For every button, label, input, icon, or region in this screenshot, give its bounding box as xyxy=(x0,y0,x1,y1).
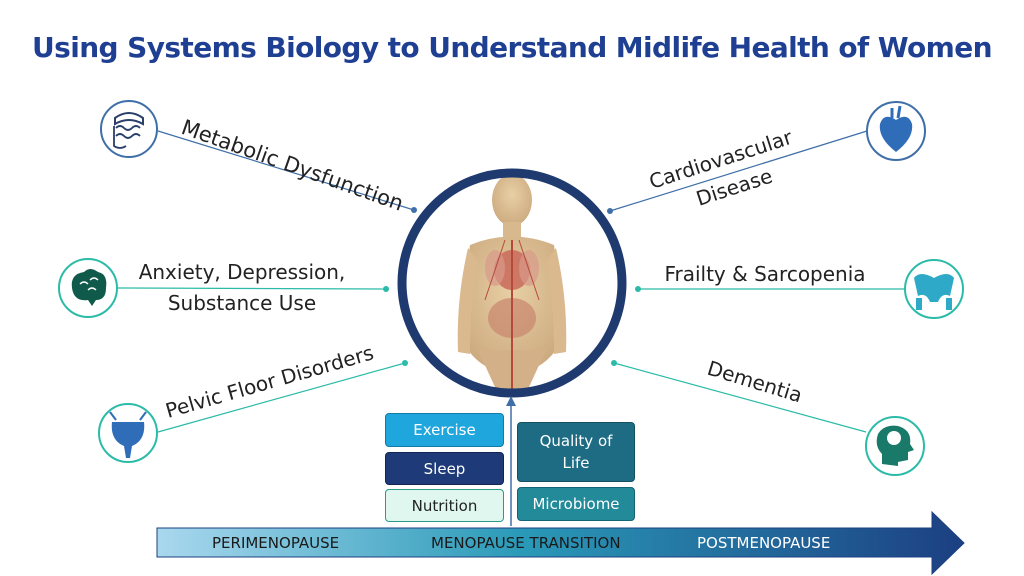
label-anxiety-line2: Substance Use xyxy=(168,291,316,315)
connector-dementia xyxy=(613,362,867,433)
timeline-perimenopause: PERIMENOPAUSE xyxy=(212,534,340,552)
human-anatomy-icon xyxy=(397,168,627,398)
factor-quality-of-life-line1: Quality of xyxy=(539,432,613,450)
factor-exercise: Exercise xyxy=(385,413,504,447)
label-anxiety-line1: Anxiety, Depression, xyxy=(139,260,346,284)
connector-cardio xyxy=(609,130,868,212)
pelvis-icon xyxy=(904,259,964,319)
connector-dot-cardio xyxy=(607,208,613,214)
connector-dot-pelvic xyxy=(402,360,408,366)
connector-metabolic xyxy=(157,130,415,211)
factor-sleep: Sleep xyxy=(385,452,504,485)
label-pelvic: Pelvic Floor Disorders xyxy=(163,340,376,422)
connector-dot-metabolic xyxy=(411,207,417,213)
connector-dot-anxiety xyxy=(383,286,389,292)
timeline-arrow xyxy=(156,510,965,576)
connector-pelvic xyxy=(157,362,406,433)
head-brain-icon xyxy=(865,416,925,476)
influence-arrow-head xyxy=(506,396,516,406)
factor-microbiome: Microbiome xyxy=(517,487,635,521)
label-metabolic: Metabolic Dysfunction xyxy=(178,115,406,216)
connector-dot-dementia xyxy=(611,360,617,366)
factor-quality-of-life: Quality of Life xyxy=(517,422,635,482)
label-dementia: Dementia xyxy=(705,356,806,408)
heart-icon xyxy=(866,101,926,161)
digestive-organs-icon xyxy=(100,100,158,158)
timeline-menopause-transition: MENOPAUSE TRANSITION xyxy=(431,534,621,552)
timeline-postmenopause: POSTMENOPAUSE xyxy=(697,534,831,552)
factor-quality-of-life-line2: Life xyxy=(562,454,590,472)
page-title: Using Systems Biology to Understand Midl… xyxy=(32,31,993,64)
connector-anxiety xyxy=(117,287,387,290)
connector-dot-frailty xyxy=(635,286,641,292)
label-frailty: Frailty & Sarcopenia xyxy=(664,262,865,286)
bladder-icon xyxy=(98,403,158,463)
brain-icon xyxy=(58,258,118,318)
factor-nutrition: Nutrition xyxy=(385,489,504,522)
